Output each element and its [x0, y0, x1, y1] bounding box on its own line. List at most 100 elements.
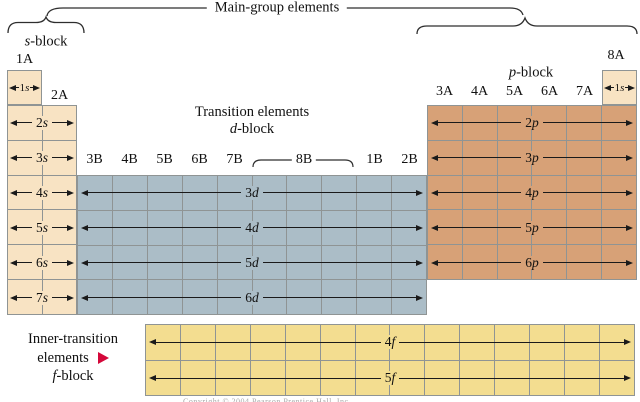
arrowhead-left-icon [10, 119, 17, 126]
shell-arrow-2s: 2s [10, 114, 75, 130]
arrowhead-right-icon [67, 189, 75, 196]
arrowhead-left-icon [10, 259, 17, 266]
group-header-3A: 3A [435, 84, 454, 99]
shell-label-2p: 2p [521, 114, 543, 130]
shell-arrow-3s: 3s [10, 149, 75, 165]
arrow-line [399, 341, 625, 343]
arrowhead-left-icon [431, 189, 438, 196]
shell-label-3d: 3d [241, 184, 263, 200]
arrow-line [542, 227, 626, 228]
arrow-line [17, 157, 32, 158]
f-block-label-rest: -block [56, 368, 94, 384]
shell-label-letter: s [42, 184, 49, 200]
shell-label-4s: 4s [32, 184, 53, 200]
arrow-line [52, 297, 68, 298]
s-block-label: s-block [25, 34, 68, 51]
shell-label-5p: 5p [521, 220, 543, 235]
arrow-line [156, 377, 381, 379]
arrowhead-left-icon [149, 375, 156, 381]
arrow-line [52, 227, 68, 228]
arrowhead-left-icon [431, 224, 438, 231]
shell-arrow-1s: 1s [604, 80, 635, 95]
arrow-line [88, 297, 242, 298]
arrowhead-right-icon [416, 189, 423, 196]
shell-label-number: 7 [36, 289, 43, 305]
shell-arrow-1s: 1s [9, 80, 40, 95]
group-header-6B: 6B [191, 152, 208, 167]
shell-label-1s: 1s [18, 80, 31, 95]
shell-label-number: 2 [36, 114, 43, 130]
shell-label-number: 1 [19, 81, 26, 94]
shell-label-letter: d [252, 184, 259, 200]
shell-arrow-5d: 5d [81, 254, 423, 270]
arrow-line [542, 122, 626, 123]
shell-label-number: 6 [525, 254, 532, 270]
shell-label-letter: p [532, 184, 539, 200]
arrow-line [438, 262, 522, 263]
arrow-line [17, 192, 32, 193]
arrowhead-right-icon [416, 224, 423, 231]
shell-label-1s: 1s [613, 80, 626, 95]
shell-arrow-3d: 3d [81, 184, 423, 200]
arrowhead-right-icon [67, 119, 75, 126]
shell-label-4f: 4f [380, 334, 400, 349]
arrowhead-right-icon [416, 294, 423, 301]
shell-label-letter: f [391, 334, 396, 349]
shell-arrow-4p: 4p [431, 184, 633, 200]
inner-transition-line2: elements [6, 349, 140, 368]
arrowhead-left-icon [10, 154, 17, 161]
shell-label-letter: p [532, 149, 539, 165]
arrowhead-left-icon [81, 259, 88, 266]
group-header-7A: 7A [575, 84, 594, 99]
group-header-6A: 6A [540, 84, 559, 99]
group-header-3B: 3B [86, 152, 103, 167]
arrow-line [17, 297, 32, 298]
shell-label-letter: s [42, 254, 49, 270]
group-header-7B: 7B [226, 152, 243, 167]
arrow-line [438, 227, 522, 228]
arrow-line [16, 87, 19, 88]
arrow-line [17, 122, 32, 123]
shell-arrow-5f: 5f [149, 370, 632, 385]
transition-title-line1: Transition elements [194, 104, 310, 120]
d-block-label: d-block [77, 121, 427, 138]
shell-label-letter: d [252, 289, 259, 305]
shell-label-number: 3 [36, 149, 43, 165]
arrow-line [611, 87, 614, 88]
shell-label-letter: s [42, 289, 49, 305]
shell-label-number: 5 [245, 254, 252, 270]
arrow-line [399, 377, 625, 379]
shell-label-letter: f [391, 370, 396, 385]
shell-arrow-7s: 7s [10, 289, 75, 305]
arrowhead-right-icon [626, 224, 633, 231]
shell-label-5d: 5d [241, 254, 263, 270]
arrowhead-right-icon [416, 259, 423, 266]
arrowhead-right-icon [626, 119, 633, 126]
arrowhead-right-icon [628, 84, 635, 91]
shell-label-number: 2 [525, 114, 532, 130]
shell-label-letter: s [620, 81, 625, 94]
transition-title: Transition elements d-block [77, 104, 427, 138]
shell-label-number: 4 [384, 334, 392, 349]
arrowhead-left-icon [10, 294, 17, 301]
arrow-line [625, 87, 628, 88]
copyright-text: Copyright © 2004 Pearson Prentice Hall, … [183, 397, 352, 402]
group-header-2A: 2A [50, 88, 69, 103]
arrowhead-right-icon [626, 259, 633, 266]
shell-label-letter: p [532, 114, 539, 130]
pointer-triangle-icon [97, 352, 109, 365]
arrowhead-left-icon [431, 119, 438, 126]
shell-label-3p: 3p [521, 149, 543, 165]
s-block-label-shell: s [24, 33, 31, 50]
shell-arrow-5p: 5p [431, 220, 633, 235]
arrowhead-right-icon [67, 224, 75, 231]
d-block-label-shell: d [229, 121, 238, 137]
shell-label-number: 1 [614, 81, 621, 94]
arrowhead-left-icon [10, 224, 17, 231]
shell-label-letter: s [42, 219, 49, 235]
shell-label-number: 4 [245, 219, 252, 235]
f-block-label-shell: f [52, 368, 57, 384]
arrow-line [262, 192, 416, 193]
arrowhead-right-icon [33, 84, 40, 91]
shell-arrow-6d: 6d [81, 289, 423, 305]
